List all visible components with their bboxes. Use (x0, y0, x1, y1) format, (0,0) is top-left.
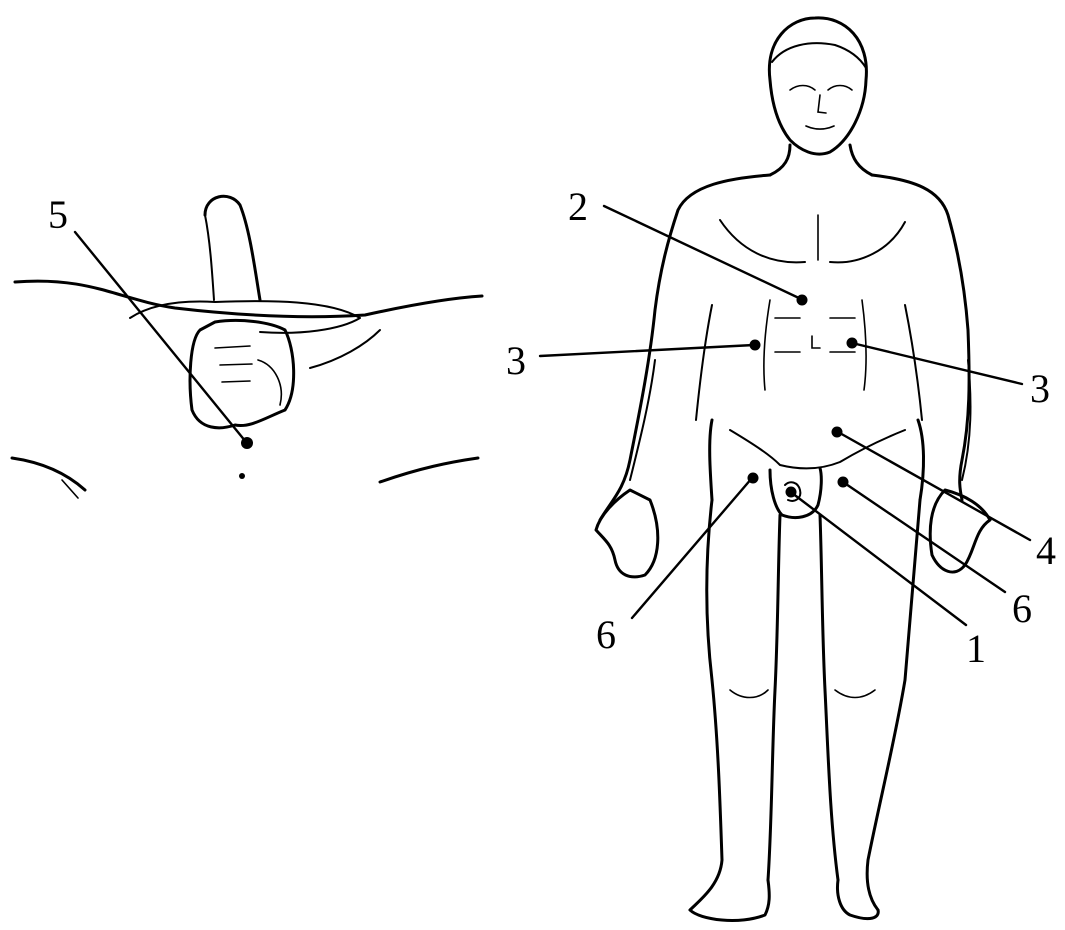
leader-line-5 (75, 232, 246, 442)
label-3-left: 3 (506, 338, 526, 383)
left-knee (730, 690, 768, 698)
right-inner-arm (905, 305, 922, 420)
leader-line-4 (838, 432, 1030, 540)
right-eye (828, 86, 852, 91)
nose (818, 95, 826, 113)
point-6-right (838, 477, 849, 488)
right-leg-inner (820, 515, 838, 880)
torso-right (872, 175, 969, 500)
point-4 (832, 427, 843, 438)
leader-line-3-right (852, 343, 1022, 384)
callout-labels: 5 2 3 3 4 6 6 1 (48, 184, 1056, 671)
left-leg-outer (690, 500, 722, 910)
closeup-anus-mark (239, 473, 245, 479)
neck-left (770, 145, 790, 175)
inguinal-line (730, 430, 905, 468)
label-5: 5 (48, 192, 68, 237)
label-1: 1 (966, 626, 986, 671)
right-hand (930, 490, 990, 572)
closeup-penis-shaft-left (205, 215, 214, 300)
label-6-left: 6 (596, 612, 616, 657)
label-6-right: 6 (1012, 586, 1032, 631)
left-leg-inner (768, 515, 780, 880)
abs-left-1 (764, 300, 770, 390)
label-2: 2 (568, 184, 588, 229)
closeup-buttock-right (380, 458, 478, 482)
closeup-finger-1 (215, 346, 250, 348)
closeup-buttock-left (12, 458, 85, 490)
point-2 (797, 295, 808, 306)
left-inner-arm (696, 305, 712, 420)
navel-mark (812, 336, 820, 348)
neck-right (850, 145, 872, 175)
head-outline (769, 18, 866, 154)
callouts (75, 206, 1030, 625)
right-pectoral (830, 222, 905, 262)
mouth (806, 126, 834, 129)
body-figure (596, 18, 990, 921)
point-6-left (748, 473, 759, 484)
point-3-left (750, 340, 761, 351)
point-1 (786, 487, 797, 498)
point-3-right (847, 338, 858, 349)
label-3-right: 3 (1030, 366, 1050, 411)
closeup-thigh-line-upper (15, 281, 482, 317)
leader-line-6-right (843, 482, 1005, 592)
right-leg-outer (867, 500, 920, 910)
label-4: 4 (1036, 528, 1056, 573)
left-hand (596, 490, 658, 577)
closeup-finger-4 (258, 360, 281, 405)
closeup-finger-3 (222, 381, 250, 382)
waist-right (918, 420, 924, 500)
leader-line-2 (604, 206, 801, 299)
left-pectoral (720, 220, 805, 262)
point-5 (241, 437, 253, 449)
closeup-hand (190, 320, 294, 427)
right-knee (835, 690, 875, 698)
left-forearm (630, 360, 655, 480)
closeup-finger-2 (220, 364, 252, 365)
left-eye (790, 86, 815, 91)
waist-left (710, 420, 712, 500)
hair-line (772, 43, 866, 68)
leader-line-3-left (540, 345, 754, 356)
closeup-hip-curve (310, 330, 380, 368)
leader-line-1 (792, 493, 966, 625)
